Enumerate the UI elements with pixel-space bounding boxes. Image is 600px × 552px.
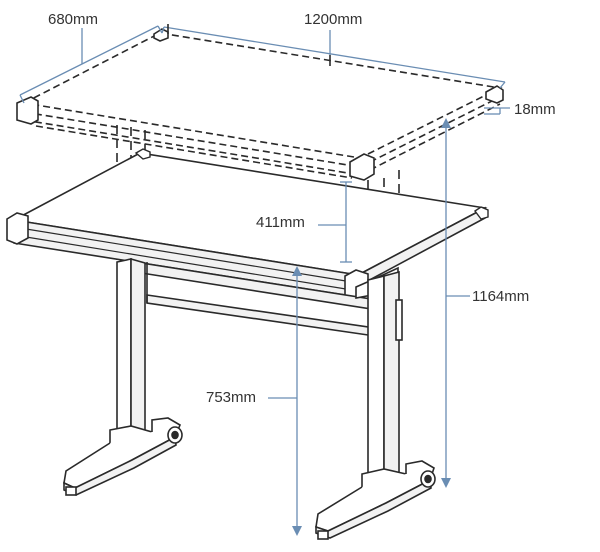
width-label: 1200mm [304, 11, 362, 28]
depth-dimension-line [19, 25, 159, 96]
left-leveling-foot [65, 486, 77, 496]
depth-label: 680mm [48, 11, 98, 28]
gap-label: 411mm [256, 214, 305, 231]
lowered-desktop [6, 148, 489, 301]
min-height-label: 753mm [206, 389, 256, 406]
left-leg [63, 257, 183, 496]
width-dimension-line [163, 26, 506, 83]
dimension-arrows [292, 118, 451, 536]
dimension-lines [19, 25, 510, 528]
thickness-label: 18mm [514, 101, 556, 118]
max-height-label: 1164mm [472, 288, 529, 305]
raised-desktop-outline [21, 32, 503, 179]
raised-desktop-corners [16, 28, 504, 181]
right-leveling-foot [317, 530, 329, 540]
right-leg [315, 266, 436, 540]
